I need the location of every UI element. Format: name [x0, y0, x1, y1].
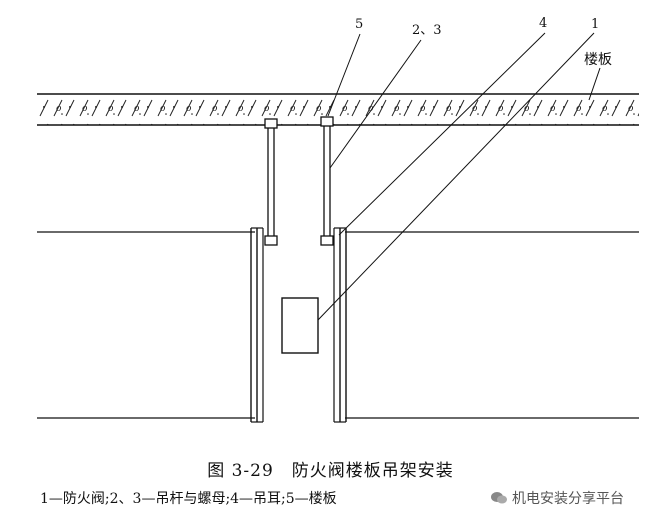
damper-access-panel	[281, 297, 319, 354]
leader-lines	[317, 32, 601, 321]
label-1: 1	[591, 17, 599, 32]
wechat-icon	[491, 492, 507, 504]
watermark: 机电安装分享平台	[490, 488, 624, 508]
leader-4	[338, 32, 546, 236]
leader-2-3	[329, 39, 422, 169]
hanger-rod-right	[320, 116, 334, 246]
floor-slab	[37, 93, 639, 126]
label-5: 5	[355, 17, 363, 32]
label-2-3: 2、3	[412, 23, 442, 38]
fire-damper	[250, 227, 347, 423]
hanger-rod-left	[264, 118, 278, 246]
label-4: 4	[539, 16, 547, 31]
leader-5	[327, 33, 361, 117]
leader-1	[317, 32, 595, 321]
label-slab: 楼板	[584, 52, 612, 68]
leader-slab	[588, 67, 601, 101]
figure-title: 图 3-29 防火阀楼板吊架安装	[207, 461, 454, 481]
figure-legend: 1—防火阀;2、3—吊杆与螺母;4—吊耳;5—楼板	[40, 491, 337, 507]
watermark-text: 机电安装分享平台	[512, 491, 624, 507]
